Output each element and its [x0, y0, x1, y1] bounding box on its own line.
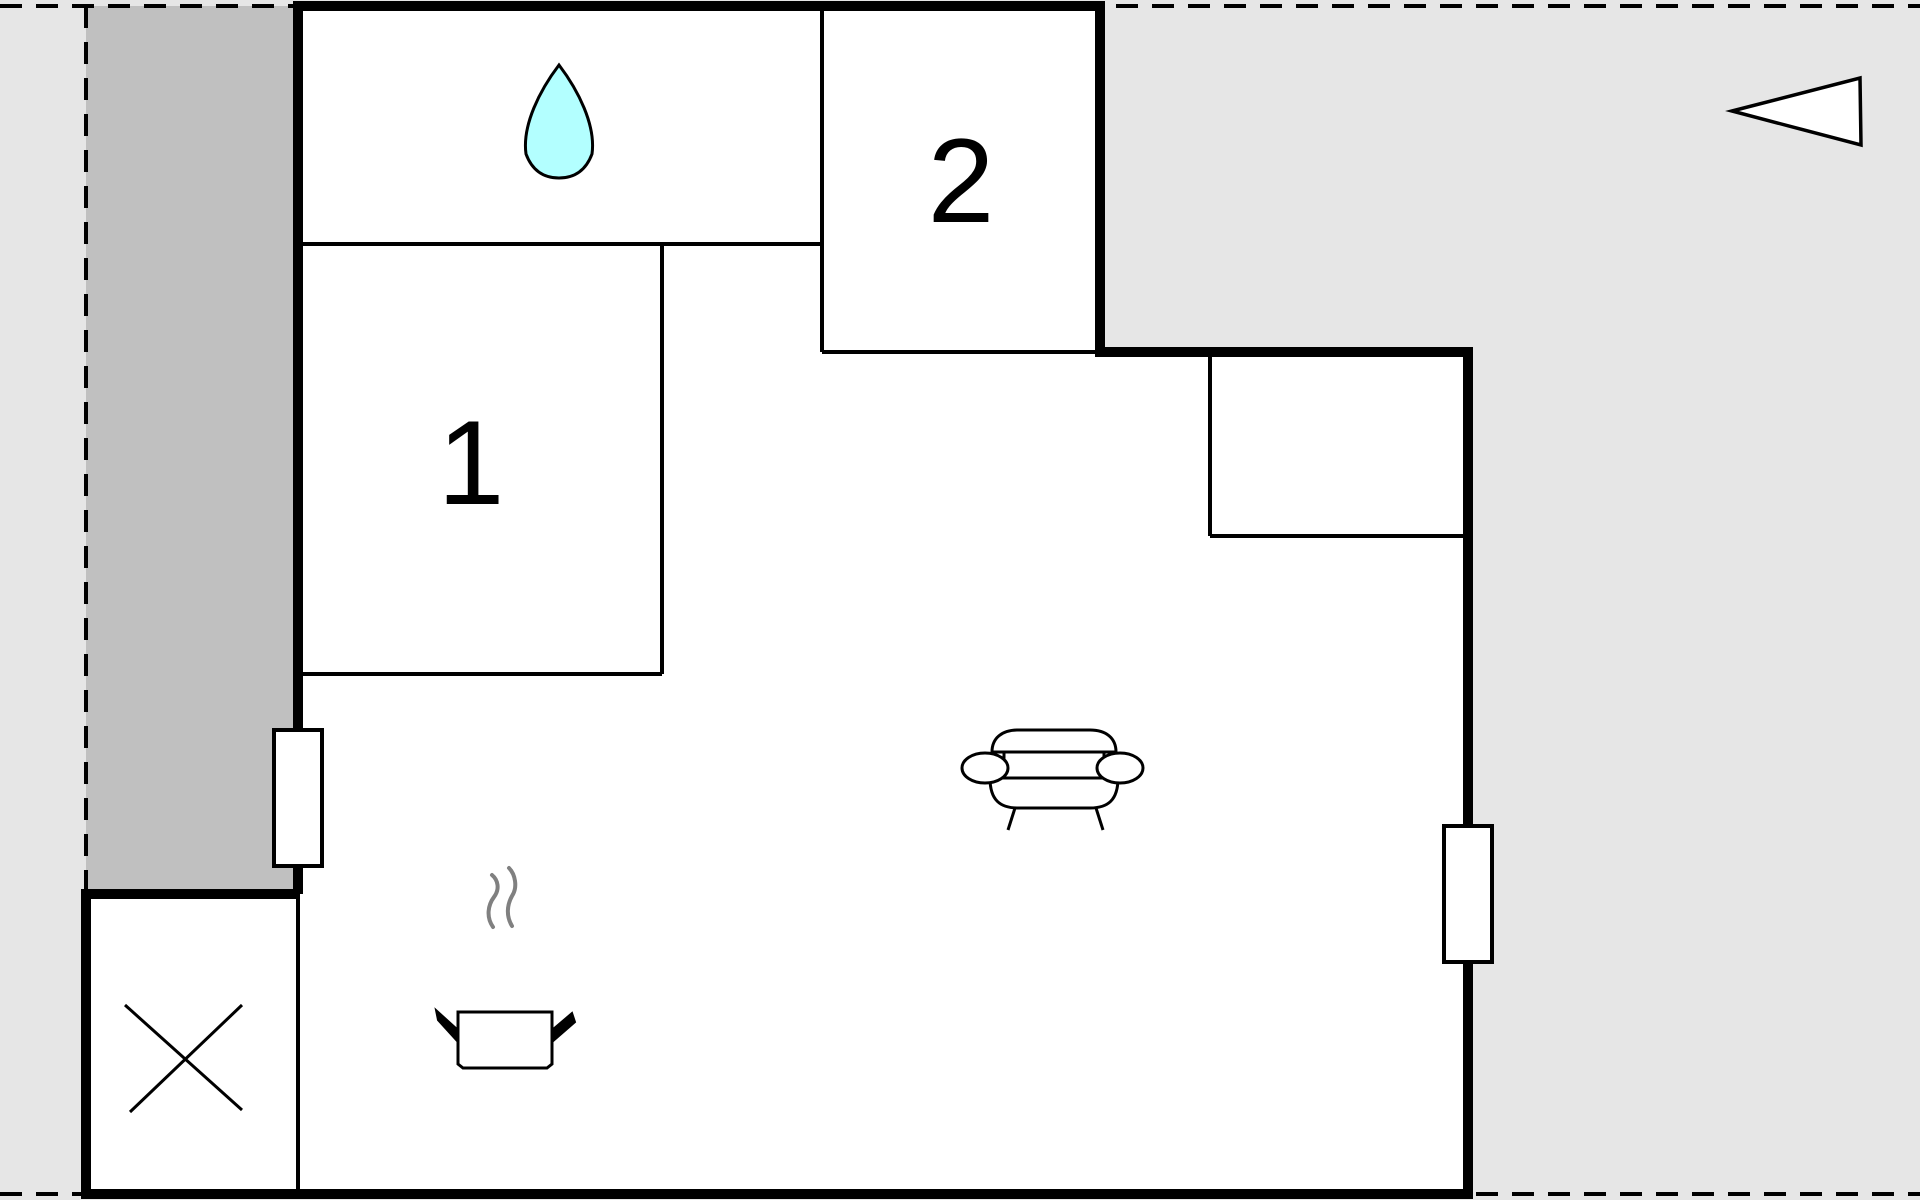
north-arrow-icon — [1725, 75, 1863, 148]
room-label-1: 1 — [438, 396, 505, 530]
room-label-2: 2 — [928, 114, 995, 248]
interior-floor — [86, 6, 1468, 1194]
water-drop-icon — [523, 62, 595, 180]
terrace-area — [86, 6, 298, 894]
property-boundary — [0, 4, 1920, 1196]
window-right — [1442, 824, 1494, 964]
sofa-icon — [960, 728, 1145, 831]
cross-icon — [123, 1003, 244, 1114]
cooking-pot-icon — [434, 866, 577, 1070]
exterior-walls — [81, 1, 1473, 1199]
interior-partitions — [296, 6, 1468, 1194]
window-left — [272, 728, 324, 868]
